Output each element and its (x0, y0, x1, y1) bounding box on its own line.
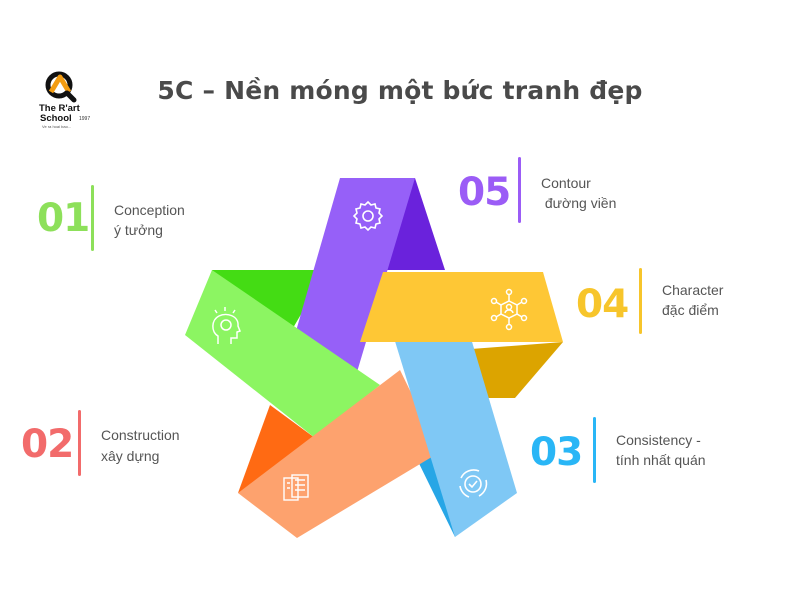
arm-04-yellow (360, 272, 563, 342)
school-logo: The R'art School 1997 Ve ra hoai bao... (34, 68, 102, 136)
label-01-name: Conception (114, 202, 185, 218)
label-05-sub: đường viền (541, 195, 617, 211)
label-04-name: Character (662, 282, 724, 298)
gear-icon (352, 200, 384, 232)
divider-03 (593, 417, 596, 483)
logo-tagline: Ve ra hoai bao... (42, 124, 72, 129)
label-03-sub: tính nhất quán (616, 452, 706, 468)
network-person-icon (490, 288, 528, 331)
label-02-name: Construction (101, 427, 180, 443)
divider-05 (518, 157, 521, 223)
divider-02 (78, 410, 81, 476)
logo-year: 1997 (79, 116, 91, 122)
document-list-icon (283, 474, 309, 501)
brain-icon (212, 307, 241, 344)
arm-02-orange (238, 370, 440, 538)
divider-01 (91, 185, 94, 251)
page-title: 5C – Nền móng một bức tranh đẹp (157, 76, 643, 105)
arm-05-purple (290, 178, 415, 372)
cycle-check-icon (459, 469, 488, 498)
number-01: 01 (37, 196, 90, 241)
number-03: 03 (530, 430, 583, 475)
label-01-sub: ý tưởng (114, 222, 163, 238)
logo-mark-icon (45, 71, 77, 103)
label-04-sub: đặc điểm (662, 302, 719, 318)
logo-text-line2: School (40, 113, 72, 124)
number-04: 04 (576, 282, 629, 327)
label-02-sub: xây dựng (101, 448, 160, 464)
number-02: 02 (21, 422, 74, 467)
divider-04 (639, 268, 642, 334)
label-03-name: Consistency - (616, 432, 701, 448)
tip-bottom-left (238, 405, 315, 493)
logo-text-line1: The R'art (39, 103, 80, 114)
number-05: 05 (458, 170, 511, 215)
label-05-name: Contour (541, 175, 591, 191)
